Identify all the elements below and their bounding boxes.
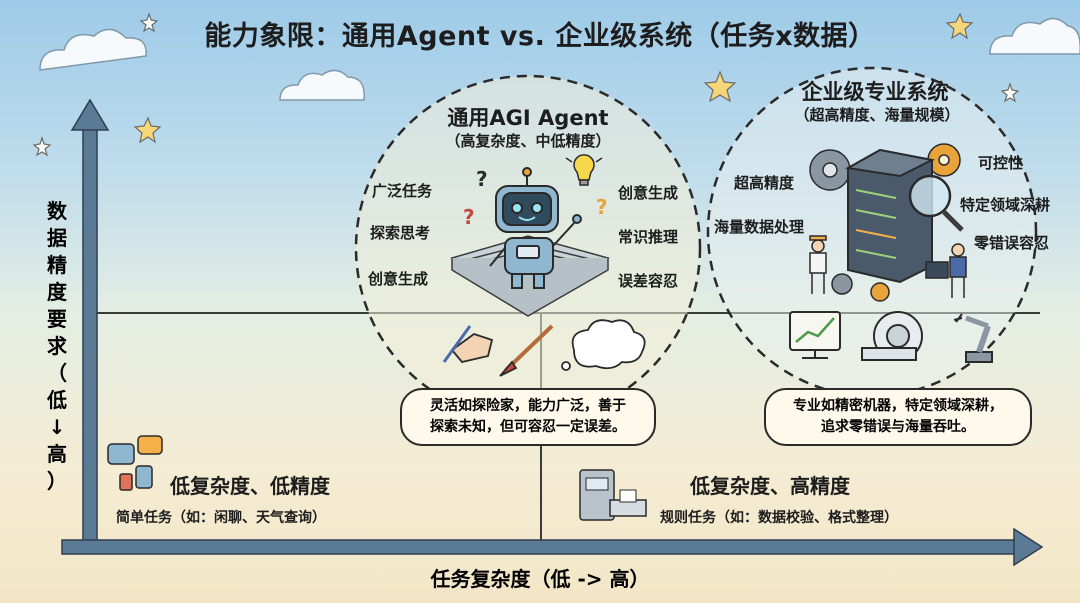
- enterprise-label-zero-error: 零错误容忍: [974, 232, 1049, 253]
- quadrant-low-low-subtitle: 简单任务（如：闲聊、天气查询）: [116, 507, 326, 527]
- quadrant-low-high-subtitle: 规则任务（如：数据校验、格式整理）: [660, 507, 898, 527]
- chat-bubbles-icon: [106, 434, 168, 492]
- enterprise-circle-subtitle: （超高精度、海量规模）: [792, 104, 962, 125]
- enterprise-speech-bubble: 专业如精密机器，特定领域深耕， 追求零错误与海量吞吐。: [764, 388, 1032, 446]
- enterprise-circle-title: 企业级专业系统: [800, 76, 950, 106]
- server-icon: [848, 150, 932, 282]
- enterprise-label-massive-data: 海量数据处理: [714, 216, 804, 237]
- quadrant-low-low-title: 低复杂度、低精度: [170, 470, 330, 499]
- enterprise-label-ultra-precision: 超高精度: [734, 172, 794, 193]
- document-machine-icon: [574, 460, 650, 530]
- enterprise-label-controllability: 可控性: [978, 152, 1023, 173]
- enterprise-label-domain-depth: 特定领域深耕: [960, 194, 1050, 215]
- quadrant-low-high-title: 低复杂度、高精度: [690, 470, 850, 499]
